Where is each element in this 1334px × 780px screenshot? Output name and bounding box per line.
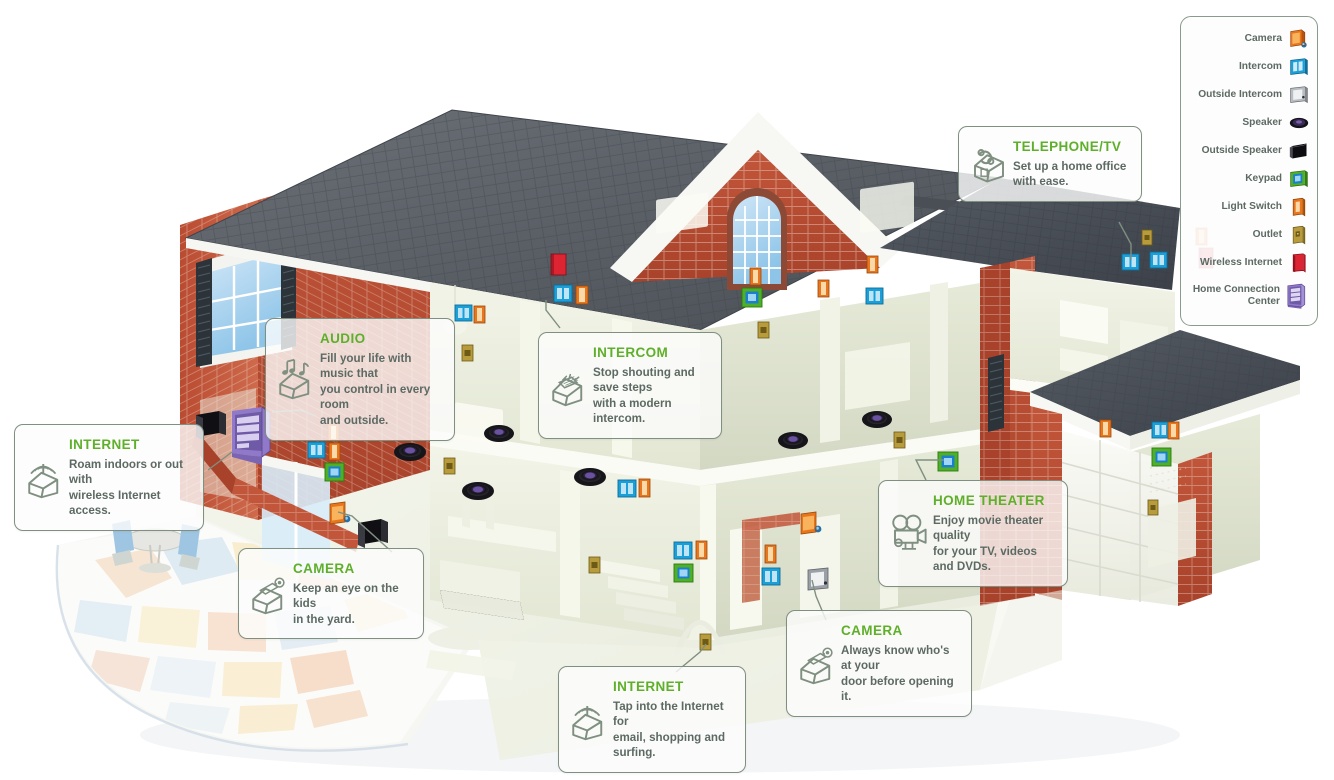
light-switch-icon bbox=[1289, 197, 1309, 217]
callout-camera-door[interactable]: CAMERA Always know who's at your door be… bbox=[786, 610, 972, 718]
callout-intercom[interactable]: INTERCOM Stop shouting and save steps wi… bbox=[538, 332, 722, 440]
device-outlet bbox=[443, 229, 1159, 651]
house-telephone-icon bbox=[968, 143, 1010, 185]
living-room-furniture bbox=[426, 498, 556, 680]
callout-telephone-tv[interactable]: TELEPHONE/TV Set up a home office with e… bbox=[958, 126, 1142, 202]
legend-row-keypad: Keypad bbox=[1189, 169, 1309, 189]
legend-row-wireless-internet: Wireless Internet bbox=[1189, 253, 1309, 273]
home-connection-icon bbox=[1287, 283, 1309, 309]
outlet-icon bbox=[1289, 225, 1309, 245]
callout-title: AUDIO bbox=[320, 331, 366, 346]
callout-body: Fill your life with music that you contr… bbox=[320, 351, 431, 428]
legend-label: Home Connection Center bbox=[1192, 284, 1280, 307]
legend-row-intercom: Intercom bbox=[1189, 57, 1309, 77]
callout-audio[interactable]: AUDIO Fill your life with music that you… bbox=[265, 318, 455, 441]
legend-label: Intercom bbox=[1238, 61, 1282, 73]
legend-label: Outlet bbox=[1252, 229, 1282, 241]
movie-projector-icon bbox=[888, 513, 930, 555]
speaker-icon bbox=[1289, 113, 1309, 133]
callout-internet-bottom[interactable]: INTERNET Tap into the Internet for email… bbox=[558, 666, 746, 774]
legend-label: Speaker bbox=[1242, 117, 1282, 129]
house-music-notes-icon bbox=[275, 358, 317, 400]
callout-body: Keep an eye on the kids in the yard. bbox=[293, 581, 399, 626]
device-home-connection-center bbox=[232, 406, 271, 465]
camera-icon bbox=[1289, 29, 1309, 49]
callout-title: CAMERA bbox=[293, 561, 355, 576]
callout-title: CAMERA bbox=[841, 623, 903, 638]
callout-body: Always know who's at your door before op… bbox=[841, 643, 954, 704]
legend-row-speaker: Speaker bbox=[1189, 113, 1309, 133]
callout-body: Set up a home office with ease. bbox=[1013, 159, 1127, 189]
callout-body: Stop shouting and save steps with a mode… bbox=[593, 365, 695, 426]
legend-row-camera: Camera bbox=[1189, 29, 1309, 49]
house-intercom-icon bbox=[548, 365, 590, 407]
callout-body: Tap into the Internet for email, shoppin… bbox=[613, 699, 726, 760]
callout-body: Roam indoors or out with wireless Intern… bbox=[69, 457, 184, 518]
legend-label: Keypad bbox=[1245, 173, 1282, 185]
legend-label: Camera bbox=[1244, 33, 1282, 45]
callout-title: HOME THEATER bbox=[933, 493, 1045, 508]
device-intercom bbox=[307, 251, 1170, 586]
outside-intercom-icon bbox=[1289, 85, 1309, 105]
callout-title: INTERNET bbox=[613, 679, 684, 694]
arched-palladian-window bbox=[727, 188, 787, 290]
device-camera bbox=[329, 501, 822, 535]
legend-panel: Camera Intercom bbox=[1180, 16, 1318, 326]
staircase bbox=[600, 560, 684, 630]
device-light-switch-extra bbox=[817, 279, 830, 298]
legend-label: Outside Intercom bbox=[1198, 89, 1282, 101]
callout-body: Enjoy movie theater quality for your TV,… bbox=[933, 513, 1044, 574]
outside-speaker-icon bbox=[1289, 141, 1309, 161]
legend-row-light-switch: Light Switch bbox=[1189, 197, 1309, 217]
legend-row-home-connection-center: Home Connection Center bbox=[1189, 281, 1309, 311]
device-outside-intercom bbox=[807, 567, 829, 591]
right-roof bbox=[880, 178, 1180, 290]
legend-row-outside-speaker: Outside Speaker bbox=[1189, 141, 1309, 161]
device-light-switch bbox=[327, 227, 1208, 564]
device-speaker bbox=[394, 411, 892, 500]
house-wifi-icon bbox=[24, 457, 66, 499]
callout-internet-left[interactable]: INTERNET Roam indoors or out with wirele… bbox=[14, 424, 204, 532]
keypad-icon bbox=[1289, 169, 1309, 189]
intercom-icon bbox=[1289, 57, 1309, 77]
callout-home-theater[interactable]: HOME THEATER Enjoy movie theater quality… bbox=[878, 480, 1068, 588]
wireless-internet-icon bbox=[1289, 253, 1309, 273]
callout-title: INTERCOM bbox=[593, 345, 669, 360]
front-gable bbox=[610, 112, 900, 290]
legend-label: Wireless Internet bbox=[1199, 257, 1282, 269]
legend-label: Outside Speaker bbox=[1201, 145, 1282, 157]
callout-title: INTERNET bbox=[69, 437, 140, 452]
device-keypad bbox=[324, 287, 1172, 583]
legend-row-outside-intercom: Outside Intercom bbox=[1189, 85, 1309, 105]
house-camera-icon bbox=[796, 643, 838, 685]
legend-row-outlet: Outlet bbox=[1189, 225, 1309, 245]
legend-label: Light Switch bbox=[1221, 201, 1282, 213]
callout-camera-yard[interactable]: CAMERA Keep an eye on the kids in the ya… bbox=[238, 548, 424, 640]
house-wifi-icon bbox=[568, 699, 610, 741]
house-camera-icon bbox=[248, 573, 290, 615]
callout-title: TELEPHONE/TV bbox=[1013, 139, 1122, 154]
